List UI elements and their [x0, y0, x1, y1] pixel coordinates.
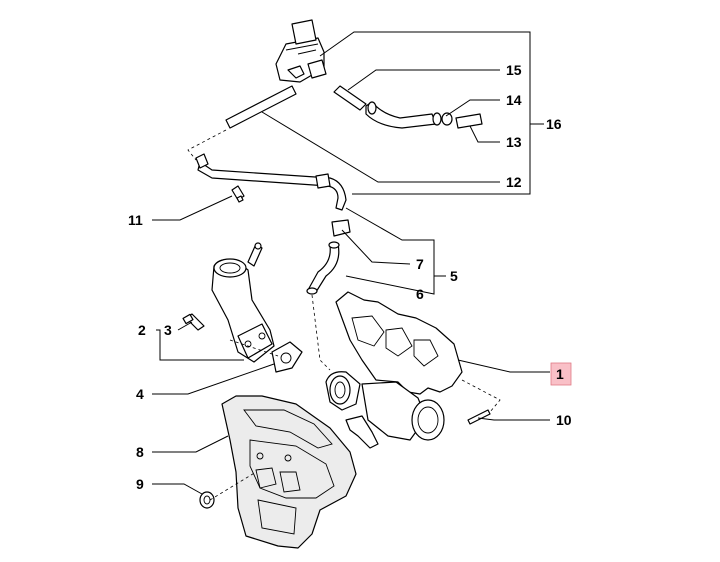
- bolt-3: [182, 313, 205, 331]
- hose-13: [455, 113, 483, 129]
- hose-15: [333, 85, 367, 111]
- callout-2: 2: [138, 322, 146, 338]
- clip-7: [331, 219, 351, 237]
- gasket-4: [271, 341, 303, 373]
- callout-5: 5: [450, 268, 458, 284]
- heat-shield-8: [221, 395, 357, 549]
- callout-12: 12: [506, 174, 522, 190]
- assembly-dashed-lines: [187, 129, 501, 501]
- callout-16: 16: [546, 116, 562, 132]
- callout-13: 13: [506, 134, 522, 150]
- callout-15: 15: [506, 62, 522, 78]
- hose-6: [306, 241, 340, 295]
- callout-6: 6: [416, 286, 424, 302]
- turbo-manifold-1: [325, 291, 463, 449]
- stud-10: [467, 409, 491, 425]
- intake-pipe-2: [211, 242, 275, 363]
- callout-10: 10: [556, 412, 572, 428]
- solenoid-valve: [275, 19, 327, 83]
- callout-11: 11: [128, 212, 143, 228]
- callout-8: 8: [136, 444, 144, 460]
- callout-4: 4: [136, 386, 144, 402]
- callout-labels: 16 15 14 13 12 11 7 6 5 2 3 4 1 10 8 9: [128, 62, 572, 492]
- bolt-11: [231, 185, 245, 203]
- nut-9: [199, 491, 215, 509]
- callout-14: 14: [506, 92, 522, 108]
- callout-7: 7: [416, 256, 424, 272]
- callout-9: 9: [136, 476, 144, 492]
- callout-1: 1: [556, 366, 564, 382]
- leader-lines: [152, 31, 550, 495]
- callout-1-highlight: [550, 362, 572, 386]
- callout-3: 3: [164, 322, 172, 338]
- vacuum-hose-curved: [365, 101, 453, 129]
- hose-12: [225, 85, 297, 129]
- vacuum-pipe: [195, 153, 347, 211]
